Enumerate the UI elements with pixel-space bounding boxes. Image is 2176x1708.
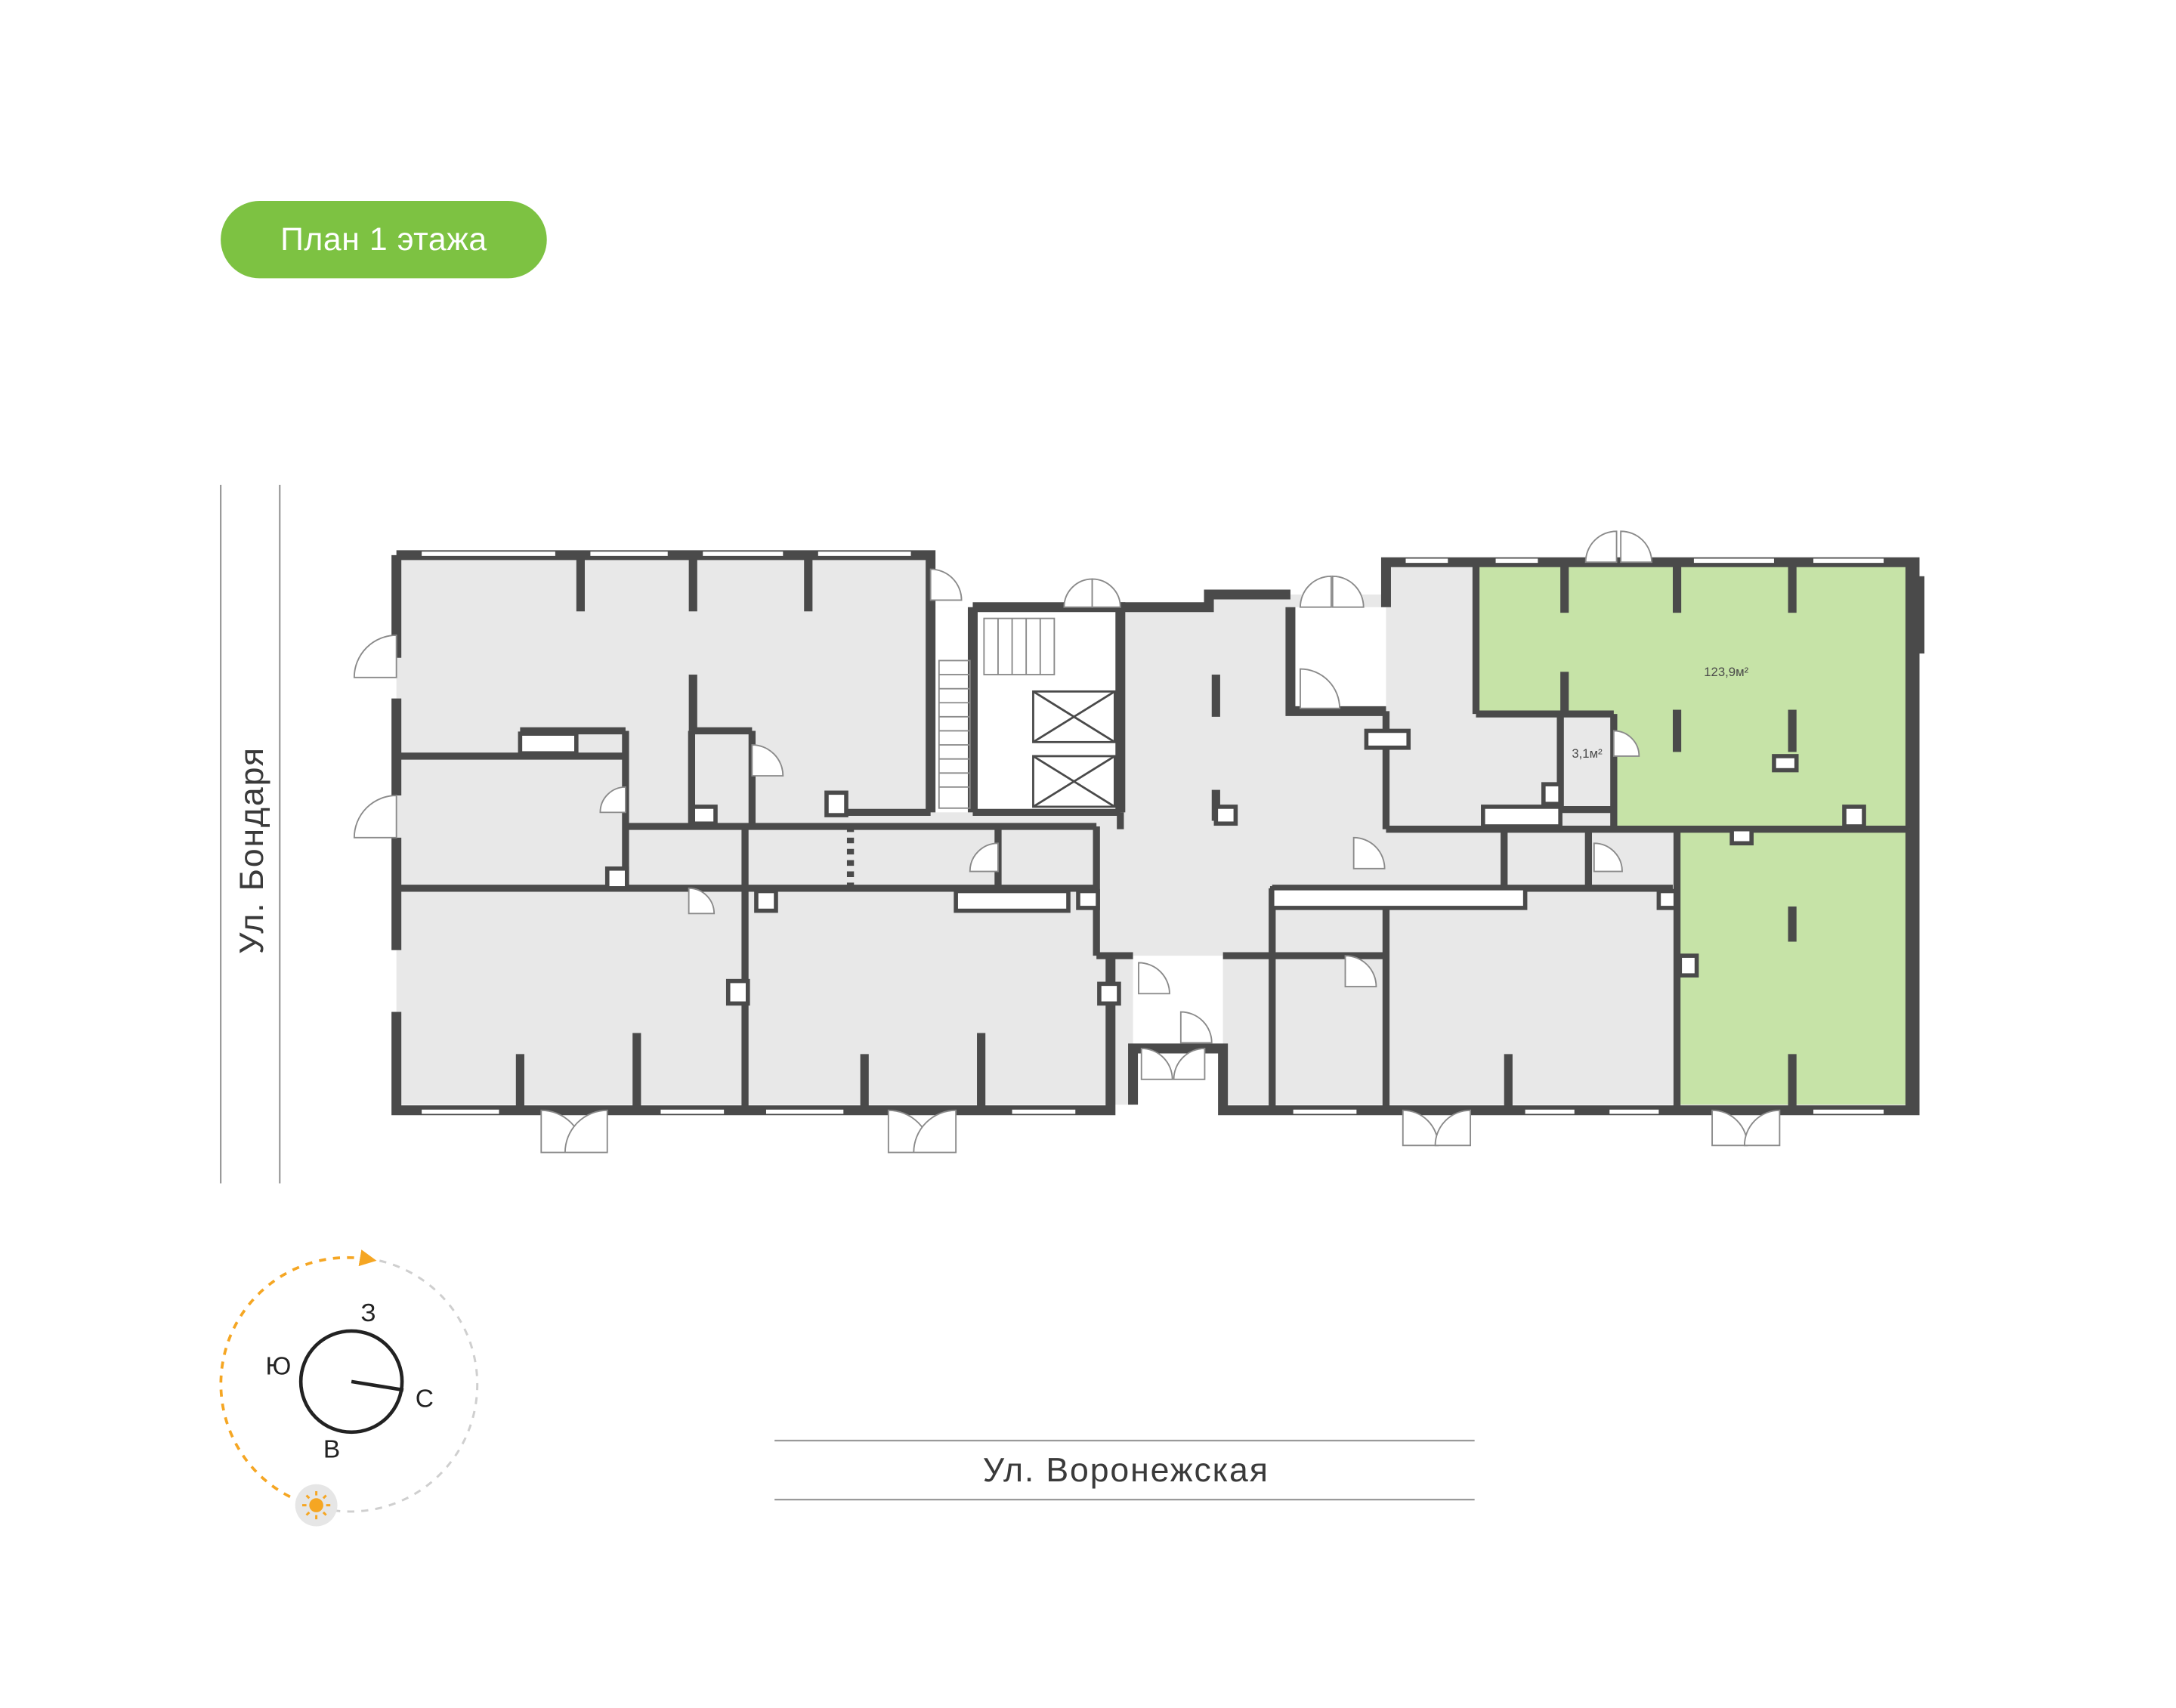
street-left-label: Ул. Бондаря: [233, 746, 270, 954]
sun-icon: [295, 1484, 338, 1527]
stairs-icon: [938, 617, 1056, 809]
compass-icon: З Ю С В: [219, 1249, 479, 1513]
compass-north: С: [416, 1385, 434, 1413]
unit-area-label: 123,9м²: [1704, 665, 1748, 679]
compass-west: З: [360, 1299, 376, 1327]
street-left-lines: [219, 484, 281, 1184]
small-room-area-label: 3,1м²: [1572, 746, 1603, 761]
floor-tab-button[interactable]: План 1 этажа: [221, 201, 547, 279]
door-icon: [353, 530, 1781, 1154]
street-bottom-label: Ул. Воронежская: [983, 1452, 1269, 1489]
highlighted-unit[interactable]: [1476, 562, 1909, 1105]
street-bottom-lines: [774, 1439, 1475, 1501]
compass-east: В: [323, 1435, 340, 1463]
compass-south: Ю: [265, 1353, 291, 1381]
building: 123,9м² 3,1м²: [353, 530, 1925, 1154]
elevator-icon: [1032, 690, 1116, 808]
